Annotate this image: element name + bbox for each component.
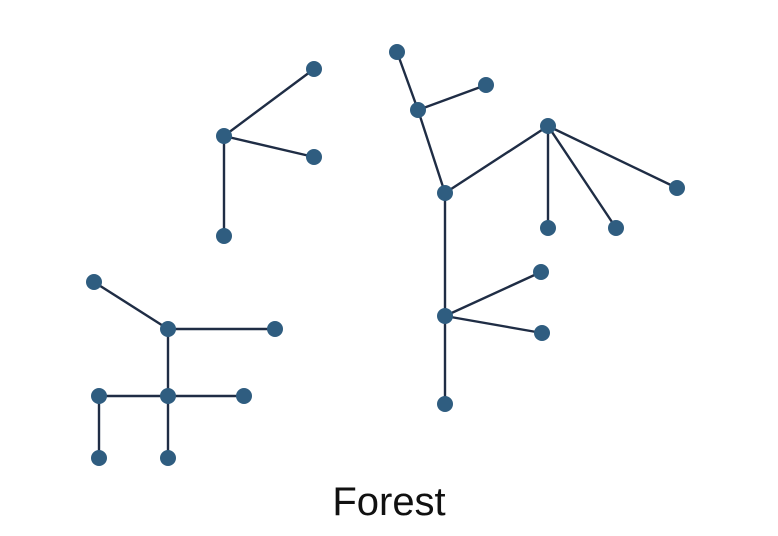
tree-b-edge-b8-b10 bbox=[443, 314, 544, 335]
tree-b-node-b2 bbox=[478, 77, 494, 93]
tree-b-edge-b3-b4 bbox=[443, 124, 550, 195]
tree-b-node-b1 bbox=[410, 102, 426, 118]
tree-a-node-a1 bbox=[306, 61, 322, 77]
tree-b-node-b9 bbox=[533, 264, 549, 280]
tree-b-node-b11 bbox=[437, 396, 453, 412]
tree-b-node-b6 bbox=[540, 220, 556, 236]
tree-b-node-b8 bbox=[437, 308, 453, 324]
edges-layer bbox=[92, 50, 679, 460]
tree-b-edge-b1-b2 bbox=[416, 83, 488, 112]
tree-b-edge-b0-b1 bbox=[395, 50, 420, 112]
tree-b-edge-b4-b5 bbox=[546, 124, 679, 190]
tree-c-node-c0 bbox=[86, 274, 102, 290]
tree-a-node-a3 bbox=[216, 228, 232, 244]
tree-a-edge-a0-a1 bbox=[222, 67, 316, 138]
tree-c-node-c7 bbox=[160, 450, 176, 466]
tree-b-edge-b4-b7 bbox=[546, 124, 618, 230]
tree-b-edge-b1-b3 bbox=[416, 108, 447, 195]
tree-c-node-c5 bbox=[236, 388, 252, 404]
tree-b-node-b5 bbox=[669, 180, 685, 196]
tree-c-node-c6 bbox=[91, 450, 107, 466]
tree-a-edge-a0-a2 bbox=[222, 134, 316, 159]
tree-b-edge-b8-b9 bbox=[443, 270, 543, 318]
tree-c-node-c3 bbox=[160, 388, 176, 404]
tree-c-node-c1 bbox=[160, 321, 176, 337]
tree-a-node-a0 bbox=[216, 128, 232, 144]
tree-c-node-c4 bbox=[91, 388, 107, 404]
tree-b-node-b4 bbox=[540, 118, 556, 134]
tree-c-edge-c0-c1 bbox=[92, 280, 170, 331]
tree-c-node-c2 bbox=[267, 321, 283, 337]
diagram-caption: Forest bbox=[332, 480, 446, 524]
tree-b-node-b7 bbox=[608, 220, 624, 236]
tree-b-node-b0 bbox=[389, 44, 405, 60]
tree-b-node-b3 bbox=[437, 185, 453, 201]
tree-a-node-a2 bbox=[306, 149, 322, 165]
nodes-layer bbox=[86, 44, 685, 466]
tree-b-node-b10 bbox=[534, 325, 550, 341]
